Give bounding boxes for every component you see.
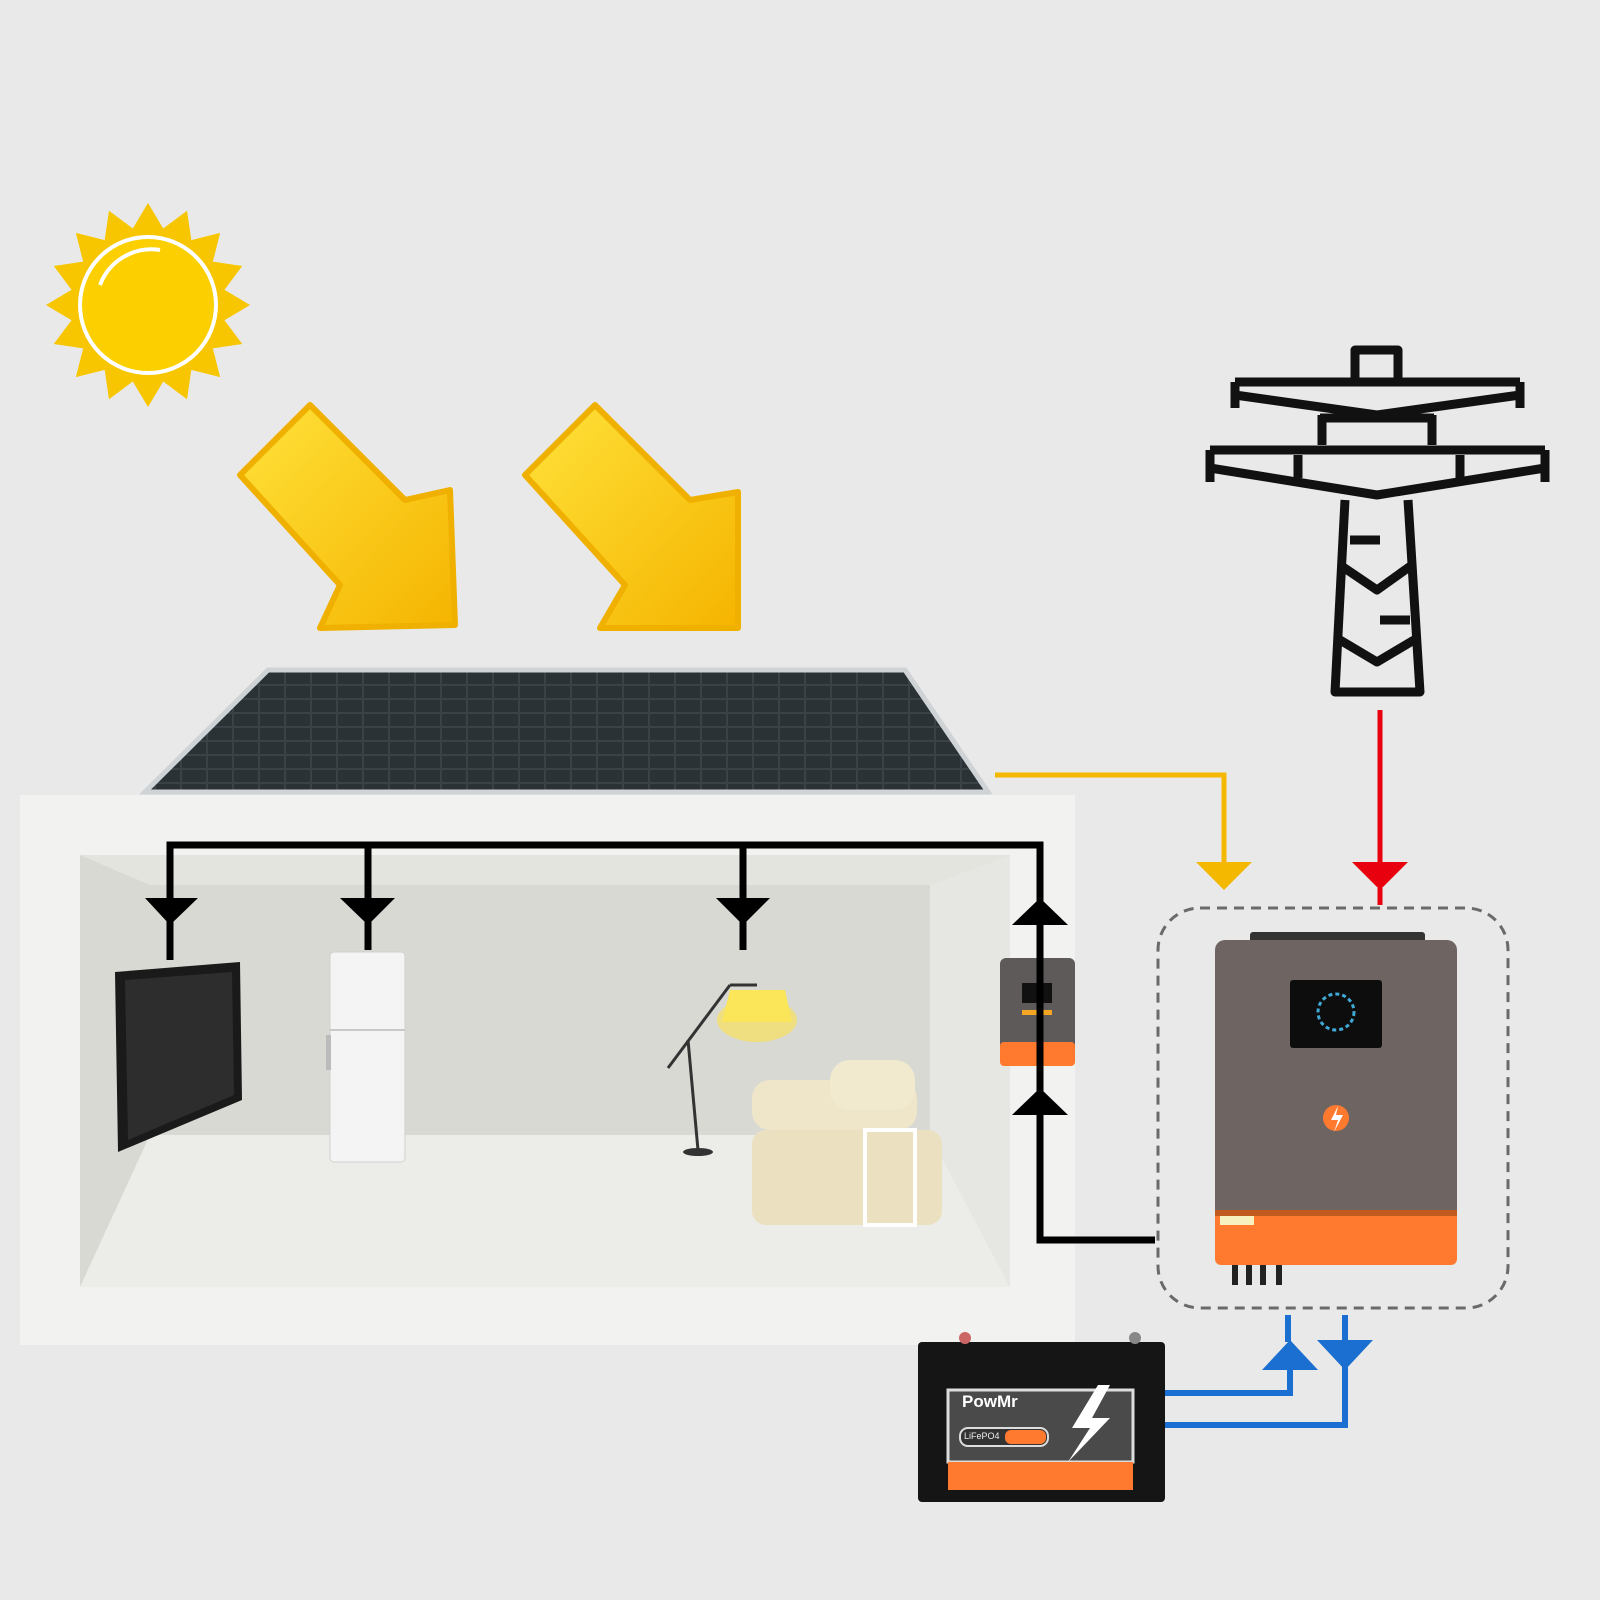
sun-ray (75, 232, 105, 262)
down-arrow-icon (1196, 862, 1252, 890)
sunlight-arrow-icon (522, 402, 741, 631)
down-arrow-icon (1352, 862, 1408, 890)
sun-ray (104, 369, 133, 400)
sun-icon (46, 203, 250, 407)
load-wiring (166, 841, 1155, 1244)
sun-ray (191, 348, 221, 378)
power-tower-icon (1205, 345, 1550, 697)
down-arrow-icon (1317, 1340, 1373, 1370)
solar-wire (995, 772, 1252, 890)
load-arrows (145, 898, 1068, 1115)
up-arrow-icon (1012, 898, 1068, 925)
sofa (752, 1060, 942, 1227)
up-arrow-icon (1262, 1340, 1318, 1370)
sun-ray (53, 320, 84, 349)
sun-ray (224, 289, 250, 321)
refrigerator (326, 951, 406, 1163)
battery (918, 1332, 1165, 1502)
inverter (1215, 932, 1457, 1285)
sun-ray (163, 369, 192, 400)
down-arrow-icon (340, 898, 395, 925)
sun-ray (104, 210, 133, 241)
sun-ray (75, 348, 105, 378)
sun-ray (212, 320, 243, 349)
sunlight-arrow-icon (237, 402, 458, 631)
sun-ray (163, 210, 192, 241)
solar-panel (138, 667, 993, 795)
floor-lamp (666, 983, 797, 1156)
sun-ray (53, 261, 84, 290)
battery-chemistry: LiFePO4 (964, 1431, 1000, 1441)
sun-ray (212, 261, 243, 290)
up-arrow-icon (1012, 1088, 1068, 1115)
battery-wiring (1165, 1315, 1373, 1428)
down-arrow-icon (716, 898, 770, 925)
sun-ray (191, 232, 221, 262)
sun-ray (46, 289, 72, 321)
sun-ray (132, 381, 164, 407)
down-arrow-icon (145, 898, 198, 925)
battery-brand: PowMr (962, 1392, 1018, 1411)
sun-ray (132, 203, 164, 229)
tv (115, 962, 242, 1152)
grid-wire (1352, 710, 1408, 905)
